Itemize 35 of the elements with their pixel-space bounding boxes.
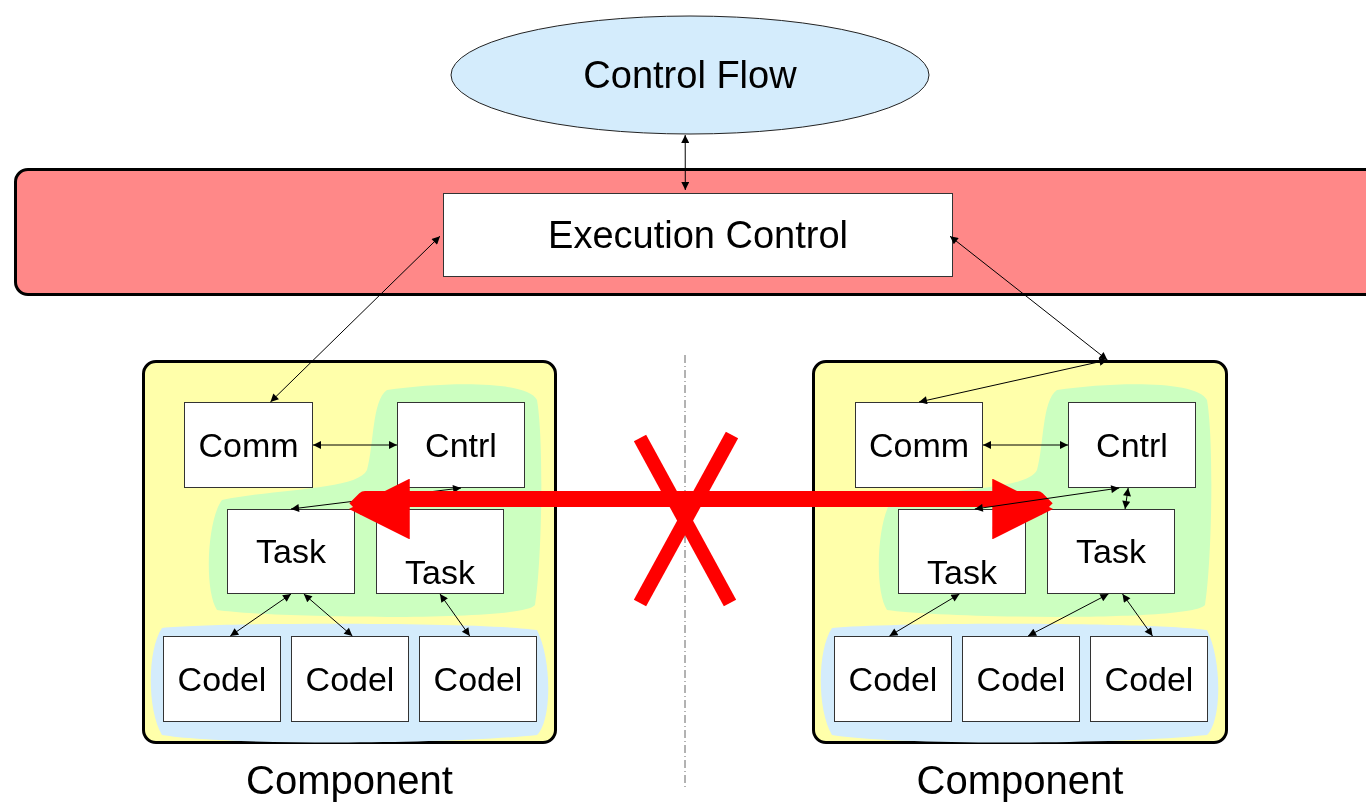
arrow [974,485,1120,512]
process-box: Task [898,509,1026,594]
arrow [269,235,441,403]
arrow [312,441,398,449]
process-box: Codel [419,636,537,722]
process-box: Codel [291,636,409,722]
process-box: Codel [834,636,952,722]
layer-band [14,168,1366,296]
process-box: Comm [855,402,983,488]
arrow [1027,593,1109,637]
component-label: Component [915,758,1125,803]
process-box: Codel [163,636,281,722]
arrow [982,441,1069,449]
process-box: Execution Control [443,193,953,277]
component-label: Component [245,758,454,803]
arrow [949,235,1108,361]
process-box: Cntrl [1068,402,1196,488]
process-box: Task [376,509,504,594]
arrow [439,593,471,637]
arrow [303,593,353,637]
process-box: Codel [962,636,1080,722]
blocked-arrow [348,478,1054,540]
process-box: Codel [1090,636,1208,722]
arrow [1122,487,1131,510]
process-box: Cntrl [397,402,525,488]
arrow [888,593,960,637]
arrow [918,357,1108,405]
arrow [1122,593,1154,637]
ellipse-node [450,15,930,135]
process-box: Task [1047,509,1175,594]
process-box: Task [227,509,355,594]
process-box: Comm [184,402,313,488]
node-label: Control Flow [583,53,797,97]
arrow [681,134,690,191]
arrow [229,593,292,637]
